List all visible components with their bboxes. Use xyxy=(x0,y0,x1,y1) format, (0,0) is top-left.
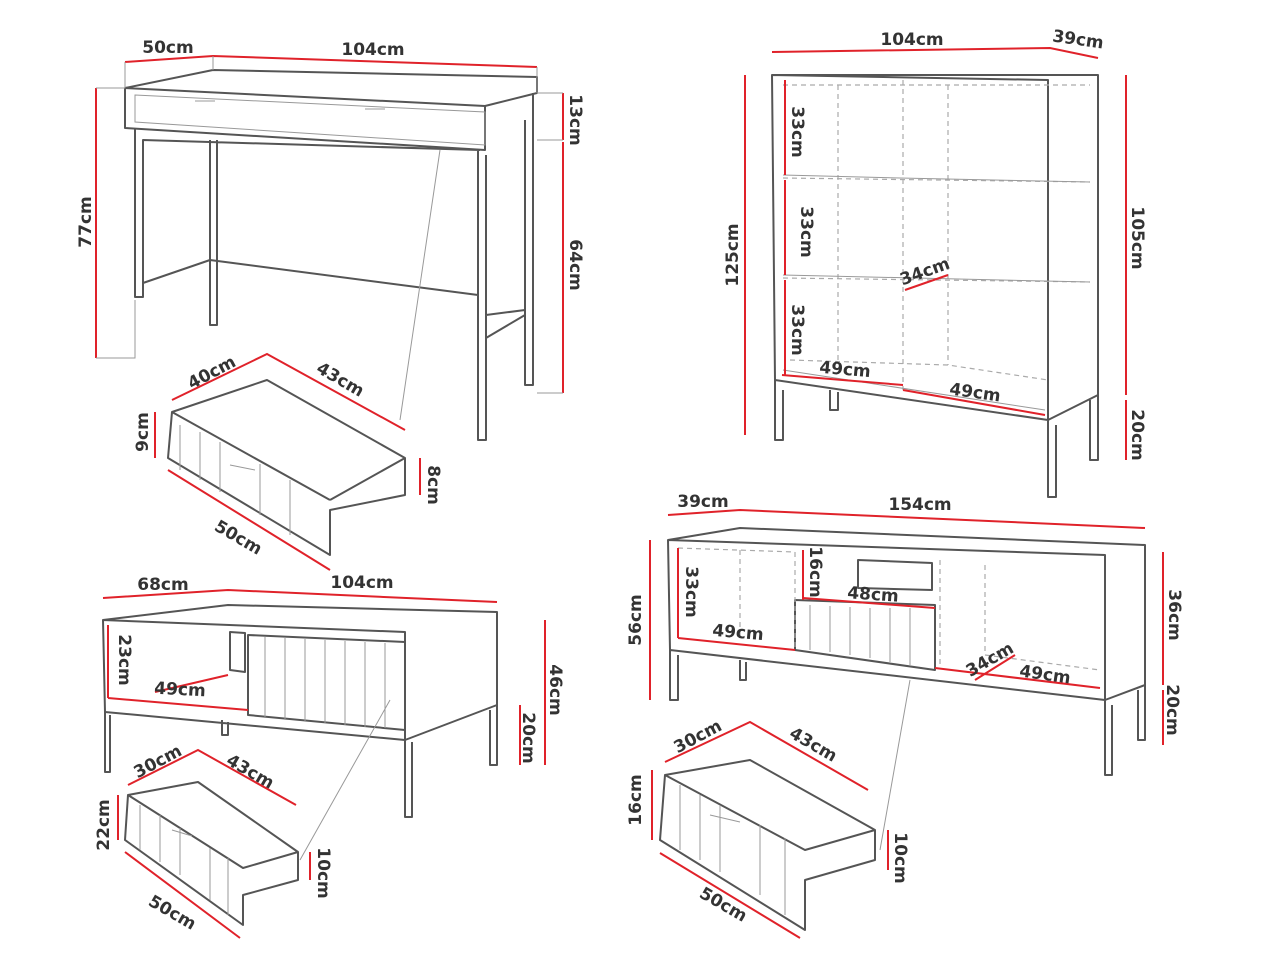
desk-drawer-depth-label: 40cm xyxy=(185,352,240,394)
coffee-inner-width-label: 49cm xyxy=(154,679,206,702)
tv-right-width-label: 49cm xyxy=(1018,662,1072,689)
tv-width-label: 154cm xyxy=(888,495,951,515)
tv-drawer-inner-height-label: 10cm xyxy=(890,832,910,883)
cabinet-drawing xyxy=(771,74,1099,498)
desk-depth-label: 50cm xyxy=(142,38,193,58)
coffee-total-height-label: 46cm xyxy=(545,664,565,715)
coffee-drawer-inner-height-label: 10cm xyxy=(313,847,333,898)
tv-stand-drawing xyxy=(667,527,1146,851)
coffee-inner-height-label: 23cm xyxy=(114,634,134,685)
coffee-drawer-dimensions xyxy=(117,748,311,939)
desk-leg-height-label: 64cm xyxy=(565,239,585,290)
tv-drawer-dimensions xyxy=(651,720,889,939)
coffee-width-label: 104cm xyxy=(330,573,393,593)
coffee-table-drawing xyxy=(102,604,498,861)
coffee-drawer-front-height-label: 22cm xyxy=(94,799,114,850)
cabinet-width-label: 104cm xyxy=(880,30,943,50)
tv-left-width-label: 49cm xyxy=(711,621,764,645)
tv-stand-dimensions xyxy=(649,508,1164,745)
tv-depth-label: 39cm xyxy=(677,492,728,512)
desk-drawer-drawing xyxy=(167,379,406,556)
desk-drawer-height-label: 13cm xyxy=(565,94,585,145)
cabinet-bottom-left-label: 49cm xyxy=(818,358,871,382)
cabinet-bottom-right-label: 49cm xyxy=(948,380,1002,407)
cabinet-shelf-depth-label: 34cm xyxy=(897,254,952,290)
cabinet-shelf2-label: 33cm xyxy=(796,206,816,257)
coffee-leg-height-label: 20cm xyxy=(518,712,538,763)
tv-drawer-front-height-label: 16cm xyxy=(626,774,646,825)
desk-drawer-front-height-label: 9cm xyxy=(133,412,153,452)
coffee-drawer-front-width-label: 50cm xyxy=(145,891,200,934)
tv-total-height-label: 56cm xyxy=(626,594,646,645)
tv-drawer-depth-label: 30cm xyxy=(671,716,726,758)
cabinet-shelf3-label: 33cm xyxy=(787,304,807,355)
desk-total-height-label: 77cm xyxy=(76,196,96,247)
desk-drawing xyxy=(124,69,538,441)
cabinet-body-height-label: 105cm xyxy=(1127,206,1147,269)
cabinet-shelf1-label: 33cm xyxy=(787,106,807,157)
desk-dimensions xyxy=(95,54,564,421)
tv-drawer-drawing xyxy=(659,759,876,931)
tv-left-height-label: 33cm xyxy=(681,566,701,617)
coffee-depth-label: 68cm xyxy=(137,575,188,595)
desk-drawer-inner-height-label: 8cm xyxy=(423,465,443,505)
tv-leg-height-label: 20cm xyxy=(1162,684,1182,735)
tv-body-height-label: 36cm xyxy=(1164,589,1184,640)
desk-width-label: 104cm xyxy=(341,40,404,60)
cabinet-leg-height-label: 20cm xyxy=(1127,409,1147,460)
coffee-drawer-depth-label: 30cm xyxy=(131,741,186,783)
tv-drawer-length-label: 43cm xyxy=(786,723,841,766)
desk-drawer-front-width-label: 50cm xyxy=(211,516,266,559)
desk-drawer-dimensions xyxy=(154,352,421,571)
tv-niche-height-label: 16cm xyxy=(805,546,825,597)
coffee-table-dimensions xyxy=(102,588,546,765)
tv-drawer-width-label: 48cm xyxy=(847,583,900,607)
coffee-drawer-drawing xyxy=(124,781,299,926)
cabinet-dimensions xyxy=(744,46,1127,460)
cabinet-total-height-label: 125cm xyxy=(723,223,743,286)
coffee-drawer-length-label: 43cm xyxy=(223,750,278,793)
